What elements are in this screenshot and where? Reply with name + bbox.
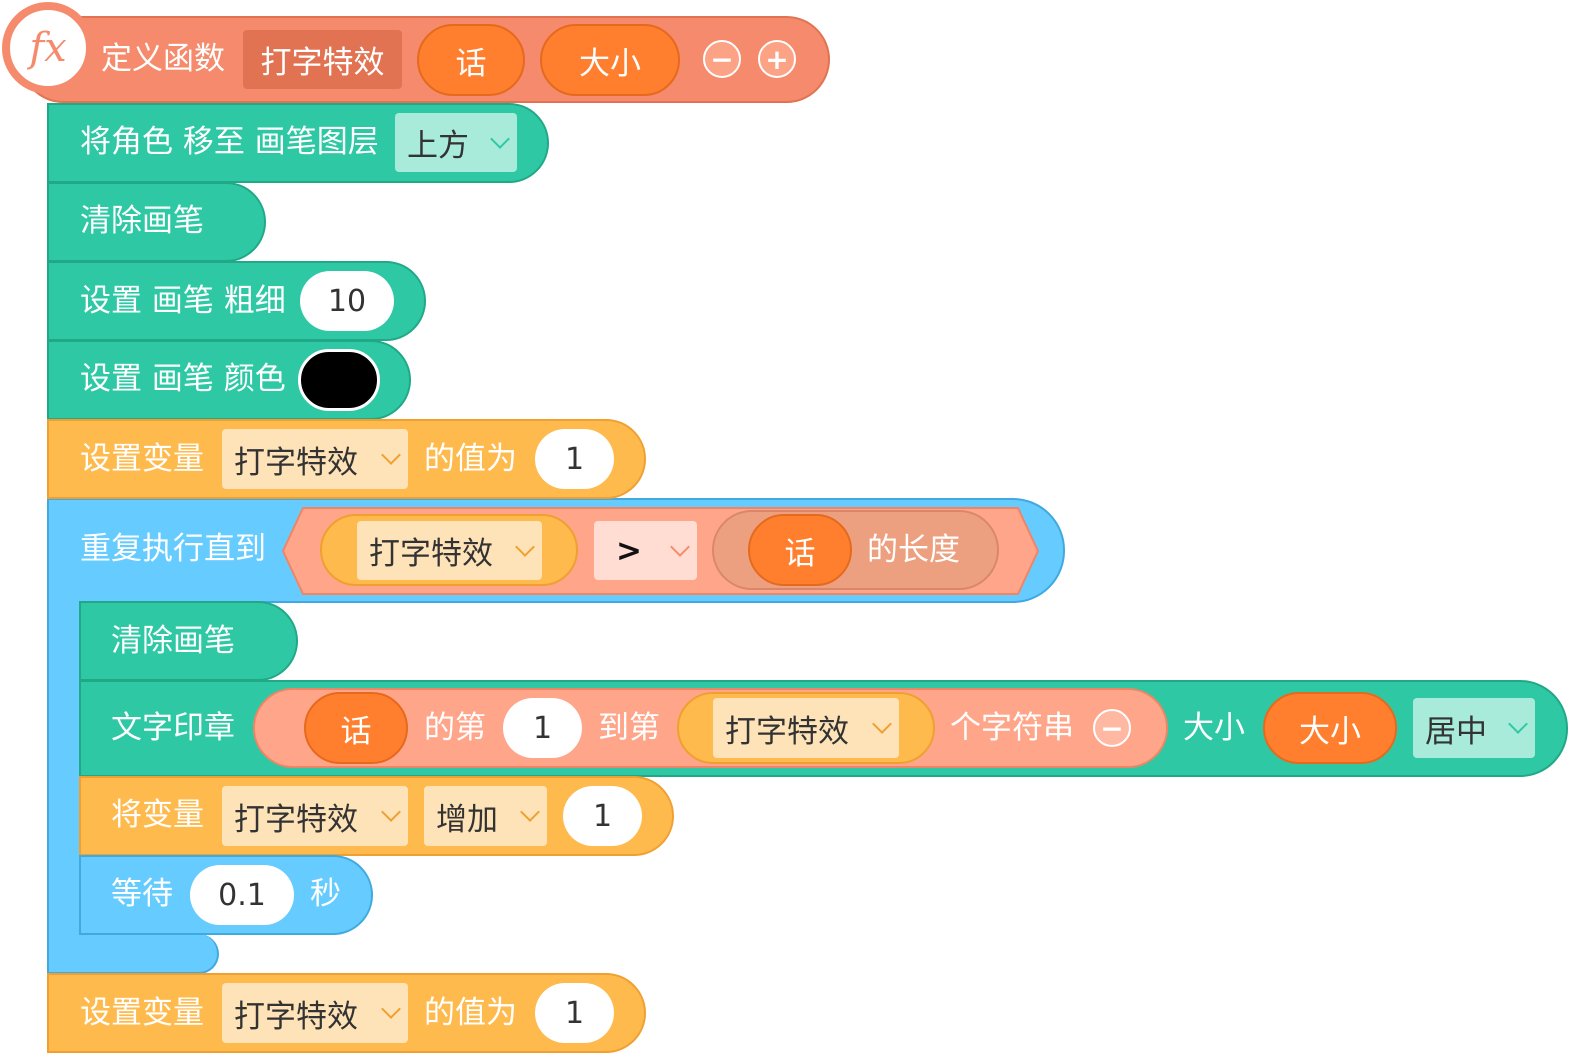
length-of-label: 的长度 (867, 532, 960, 568)
define-function-label: 定义函数 (101, 41, 225, 77)
stamp-size-label: 大小 (1183, 710, 1245, 746)
chevron-down-icon (381, 445, 401, 465)
repeat-until-bottom (47, 934, 219, 974)
move-to-pen-layer-label: 将角色 移至 画笔图层 (80, 124, 379, 160)
change-variable-label: 将变量 (111, 797, 204, 833)
fx-icon-text: fx (29, 25, 67, 71)
chevron-down-icon (670, 536, 690, 557)
operator-dropdown[interactable]: > (594, 521, 697, 580)
substring-to-label: 到第 (598, 710, 660, 746)
length-param-hua[interactable]: 话 (748, 514, 852, 586)
wait-unit-label: 秒 (310, 876, 341, 912)
variable-dropdown[interactable]: 打字特效 (222, 429, 408, 489)
chevron-down-icon (515, 536, 535, 557)
chevron-down-icon (872, 714, 892, 734)
variable-value-input[interactable]: 1 (535, 429, 614, 489)
chevron-down-icon (381, 999, 401, 1019)
variable-dropdown-value: 打字特效 (234, 444, 358, 481)
repeat-until-label: 重复执行直到 (80, 531, 266, 567)
clear-pen-block-2[interactable] (79, 601, 298, 681)
clear-pen-block[interactable] (47, 182, 266, 262)
stamp-align-value: 居中 (1425, 713, 1487, 750)
fx-icon: fx (2, 2, 94, 94)
wait-seconds-input[interactable]: 0.1 (190, 865, 294, 925)
set-variable-label-2: 设置变量 (80, 995, 204, 1031)
set-variable-mid-label: 的值为 (424, 441, 517, 477)
change-amount-input[interactable]: 1 (563, 786, 642, 846)
change-op-value: 增加 (436, 801, 498, 838)
wait-label: 等待 (111, 876, 173, 912)
layer-position-value: 上方 (407, 128, 469, 164)
pen-color-swatch[interactable] (298, 349, 380, 411)
repeat-until-arm (47, 598, 81, 938)
substring-to-dropdown[interactable]: 打字特效 (713, 698, 899, 758)
stamp-text-label: 文字印章 (111, 710, 235, 746)
remove-param-button[interactable]: − (703, 40, 741, 78)
change-variable-value: 打字特效 (234, 801, 358, 838)
chevron-down-icon (1508, 714, 1528, 734)
chevron-down-icon (520, 802, 540, 822)
operator-value: > (616, 532, 642, 569)
clear-pen-label: 清除画笔 (80, 203, 204, 239)
function-name-text: 打字特效 (260, 45, 385, 81)
set-pen-color-label: 设置 画笔 颜色 (80, 361, 286, 397)
param-hua[interactable]: 话 (417, 24, 525, 96)
substring-from-label: 的第 (424, 710, 486, 746)
param-size[interactable]: 大小 (540, 24, 680, 96)
change-variable-dropdown[interactable]: 打字特效 (222, 786, 408, 846)
stamp-size-param[interactable]: 大小 (1263, 692, 1397, 764)
chevron-down-icon (490, 128, 510, 149)
pen-size-input[interactable]: 10 (300, 271, 394, 331)
compare-variable-dropdown[interactable]: 打字特效 (357, 521, 542, 580)
variable-dropdown-value-2: 打字特效 (234, 998, 358, 1035)
substring-label: 个字符串 (950, 710, 1074, 746)
clear-pen-label-2: 清除画笔 (111, 623, 235, 659)
substring-to-value: 打字特效 (725, 713, 849, 750)
layer-position-dropdown[interactable]: 上方 (395, 113, 517, 172)
change-op-dropdown[interactable]: 增加 (424, 786, 547, 846)
stamp-align-dropdown[interactable]: 居中 (1413, 698, 1535, 758)
chevron-down-icon (381, 802, 401, 822)
substring-from-input[interactable]: 1 (503, 698, 582, 758)
variable-value-input-2[interactable]: 1 (535, 983, 614, 1043)
set-pen-size-label: 设置 画笔 粗细 (80, 283, 286, 319)
variable-dropdown-2[interactable]: 打字特效 (222, 983, 408, 1043)
substring-remove-button[interactable]: − (1093, 709, 1131, 747)
compare-variable-value: 打字特效 (369, 536, 493, 572)
function-name-field[interactable]: 打字特效 (243, 30, 402, 89)
set-variable-mid-label-2: 的值为 (424, 995, 517, 1031)
set-variable-label: 设置变量 (80, 441, 204, 477)
add-param-button[interactable]: + (758, 40, 796, 78)
substring-param-hua[interactable]: 话 (304, 692, 408, 764)
